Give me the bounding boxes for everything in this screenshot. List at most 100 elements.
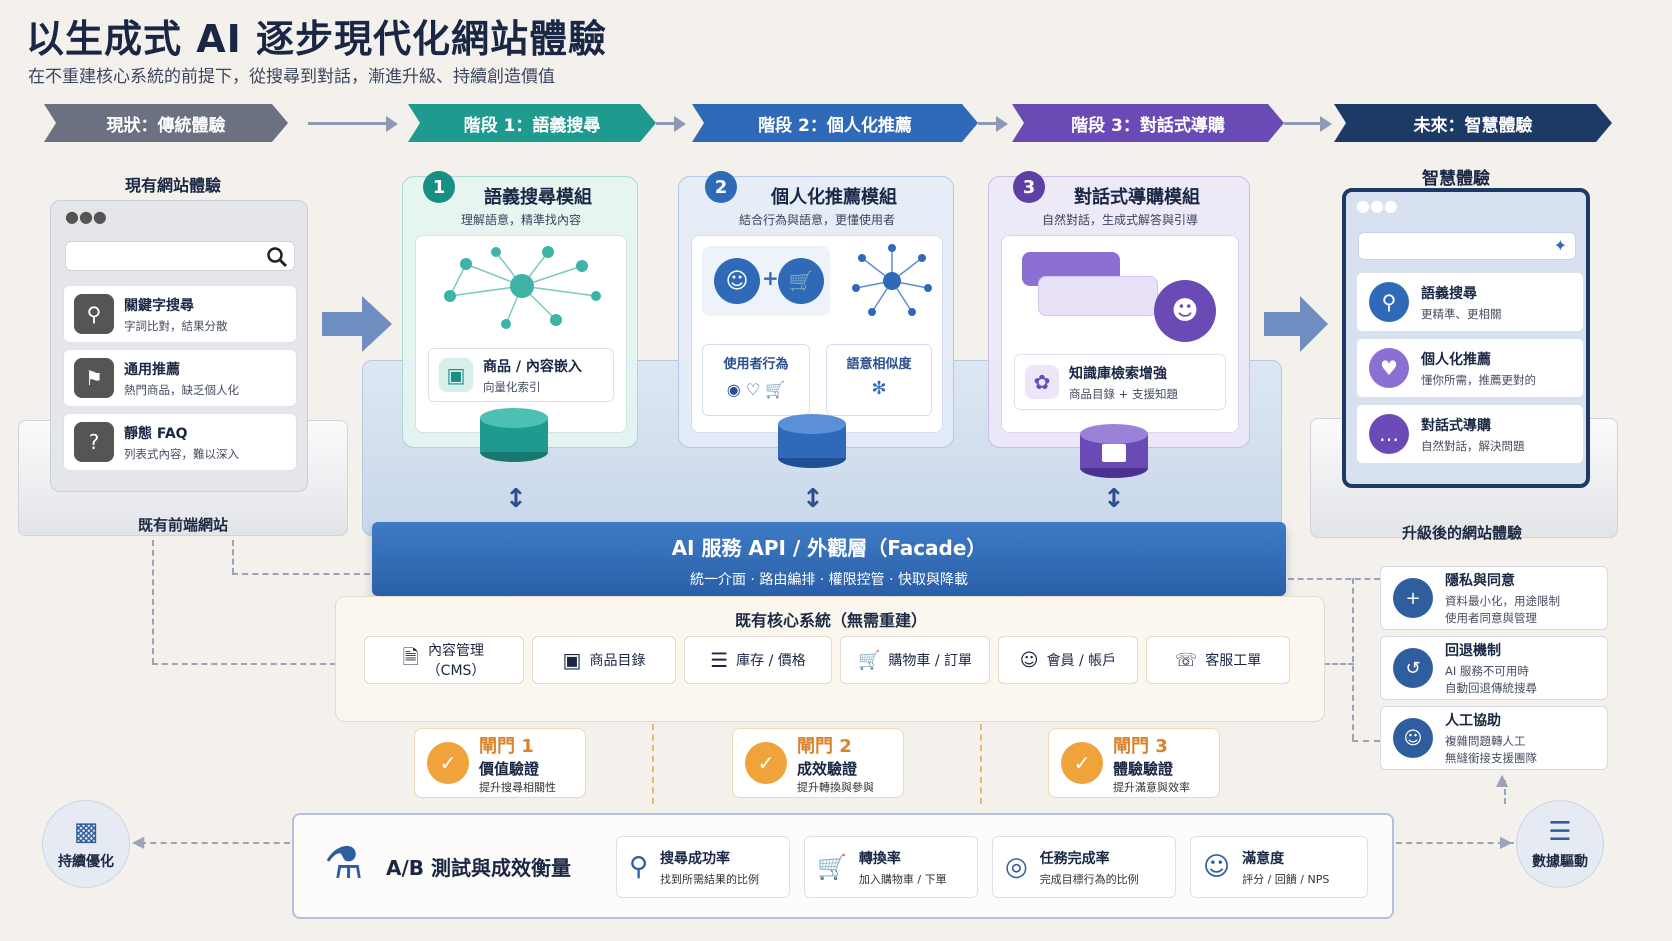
- database-icon: [778, 414, 846, 468]
- bar-chart-icon: ▩: [73, 817, 99, 847]
- current-item-generic-recommend: ⚑ 通用推薦熱門商品，缺乏個人化: [63, 349, 297, 407]
- smile-icon: ☺: [1203, 852, 1231, 882]
- connector-line: [1396, 842, 1514, 844]
- transition-arrow-icon: [322, 296, 392, 352]
- vertical-arrow-icon: ↕: [1103, 484, 1125, 514]
- connector-line: [1352, 578, 1354, 740]
- current-footer: 既有前端網站: [137, 516, 228, 534]
- future-footer: 升級後的網站體驗: [1401, 524, 1522, 542]
- ai-facade-layer: AI 服務 API / 外觀層（Facade） 統一介面 · 路由編排 · 權限…: [372, 522, 1286, 596]
- future-item-personalized: ♥ 個人化推薦懂你所需，推薦更對的: [1356, 338, 1584, 398]
- current-site: 現有網站體驗 ●●● ⚲ 關鍵字搜尋字詞比對，結果分散 ⚑ 通用推薦熱門商品，缺…: [18, 172, 348, 540]
- arrow-right-icon: ▶: [1500, 832, 1513, 851]
- future-search-bar[interactable]: ✦: [1358, 232, 1576, 260]
- connector-line: [1504, 780, 1506, 804]
- question-icon: ?: [74, 422, 114, 462]
- ab-title: A/B 測試與成效衡量: [386, 856, 571, 880]
- future-site: 智慧體驗 ●●● ✦ ⚲ 語義搜尋更精準、更相關 ♥ 個人化推薦懂你所需，推薦更…: [1306, 164, 1618, 550]
- future-window: ●●● ✦ ⚲ 語義搜尋更精準、更相關 ♥ 個人化推薦懂你所需，推薦更對的 … …: [1342, 188, 1590, 488]
- connector-line: [152, 663, 336, 665]
- window-dots: ●●●: [1356, 196, 1398, 215]
- connector-line: [232, 540, 234, 574]
- continuous-optimization: ▩ 持續優化: [42, 800, 130, 888]
- user-icon: ☺: [1019, 649, 1039, 671]
- user-cart-group: ☺ + 🛒: [702, 246, 830, 316]
- search-icon: [267, 247, 288, 268]
- page-title: 以生成式 AI 逐步現代化網站體驗: [26, 17, 608, 61]
- search-icon: ⚲: [629, 852, 649, 882]
- target-icon: ◎: [1005, 852, 1028, 882]
- behavior-box: 使用者行為 ◉ ♡ 🛒: [702, 344, 810, 416]
- shield-check-icon: ✓: [427, 742, 469, 784]
- stage-arrow-head: [674, 116, 686, 132]
- tag-icon: ⚑: [74, 358, 114, 398]
- current-search-bar[interactable]: [65, 241, 295, 271]
- search-icon: ⚲: [74, 294, 114, 334]
- future-item-conversational: … 對話式導購自然對話，解決問題: [1356, 404, 1584, 464]
- gate-divider: [980, 724, 982, 804]
- embedding-box: ▣ 商品 / 內容嵌入向量化索引: [428, 348, 614, 402]
- core-item-cart-order: 🛒購物車 / 訂單: [840, 636, 990, 684]
- similarity-label: 語意相似度: [846, 357, 912, 372]
- window-dots: ●●●: [65, 207, 107, 226]
- cart-icon: 🛒: [857, 649, 881, 671]
- connector-line: [152, 540, 154, 664]
- module-conversational-shopping: 3 對話式導購模組 自然對話，生成式解答與引導 ☻ ✿ 知識庫檢索增強商品目錄 …: [988, 171, 1250, 448]
- shield-icon: +: [1393, 578, 1433, 618]
- stage-arrow-head: [1320, 116, 1332, 132]
- core-title: 既有核心系統（無需重建）: [734, 611, 927, 630]
- database-icon: ☰: [1548, 817, 1572, 847]
- chat-bubble-icon: [1038, 276, 1158, 316]
- module-number-badge: 3: [1013, 171, 1045, 203]
- sparkle-icon: ✦: [1553, 236, 1567, 255]
- chat-icon: …: [1369, 414, 1409, 454]
- cart-icon: 🛒: [778, 258, 824, 304]
- arrow-up-icon: ▲: [1496, 770, 1509, 789]
- metric-task-completion: ◎ 任務完成率完成目標行為的比例: [992, 836, 1176, 898]
- database-icon: [480, 408, 548, 462]
- undo-icon: ↺: [1393, 648, 1433, 688]
- data-driven: ☰ 數據驅動: [1516, 800, 1604, 888]
- embedding-icon: ▣: [439, 358, 473, 392]
- heart-icon: ♥: [1369, 348, 1409, 388]
- core-item-member: ☺會員 / 帳戶: [998, 636, 1138, 684]
- stage-2: 階段 2：個人化推薦: [692, 104, 978, 142]
- knowledge-retrieval-box: ✿ 知識庫檢索增強商品目錄 + 支援知題: [1014, 354, 1226, 410]
- module-inner-card: ☺ + 🛒 使用者行為 ◉ ♡ 🛒 語意相似度 ✻: [691, 235, 943, 433]
- shield-check-icon: ✓: [1061, 742, 1103, 784]
- eye-icon: ◉: [726, 380, 741, 399]
- current-heading: 現有網站體驗: [124, 176, 221, 195]
- similarity-network-icon: [852, 244, 932, 316]
- stage-arrow: [308, 122, 388, 125]
- core-item-cms: 🗎內容管理 （CMS）: [364, 636, 524, 684]
- behavior-icons: ◉ ♡ 🛒: [703, 380, 809, 399]
- core-item-support-ticket: ☏客服工單: [1146, 636, 1290, 684]
- module-subtitle: 理解語意，精準找內容: [460, 213, 581, 227]
- side-privacy-consent: + 隱私與同意資料最小化，用途限制使用者同意與管理: [1380, 566, 1608, 630]
- vertical-arrow-icon: ↕: [802, 484, 824, 514]
- module-title: 語義搜尋模組: [484, 187, 592, 208]
- cluster-icon: ✻: [871, 378, 887, 399]
- connector-line: [1324, 663, 1354, 665]
- connector-line: [1352, 740, 1380, 742]
- box-icon: ▣: [562, 648, 582, 672]
- stage-future: 未來：智慧體驗: [1334, 104, 1612, 142]
- metric-search-success: ⚲ 搜尋成功率找到所需結果的比例: [616, 836, 790, 898]
- flask-icon: ⚗: [324, 838, 364, 889]
- bot-icon: ☻: [1154, 280, 1216, 342]
- side-human-assist: ☺ 人工協助複雜問題轉人工無縫銜接支援團隊: [1380, 706, 1608, 770]
- brain-icon: ✿: [1025, 365, 1059, 399]
- arrow-left-icon: ◀: [132, 832, 145, 851]
- connector-line: [1288, 578, 1380, 580]
- document-icon: 🗎: [402, 645, 419, 669]
- current-window: ●●● ⚲ 關鍵字搜尋字詞比對，結果分散 ⚑ 通用推薦熱門商品，缺乏個人化 ? …: [50, 200, 308, 492]
- transition-arrow-icon: [1264, 296, 1328, 352]
- core-item-inventory: ☰庫存 / 價格: [684, 636, 832, 684]
- cart-icon: 🛒: [817, 853, 847, 881]
- book-database-icon: [1080, 424, 1148, 478]
- connector-line: [232, 573, 370, 575]
